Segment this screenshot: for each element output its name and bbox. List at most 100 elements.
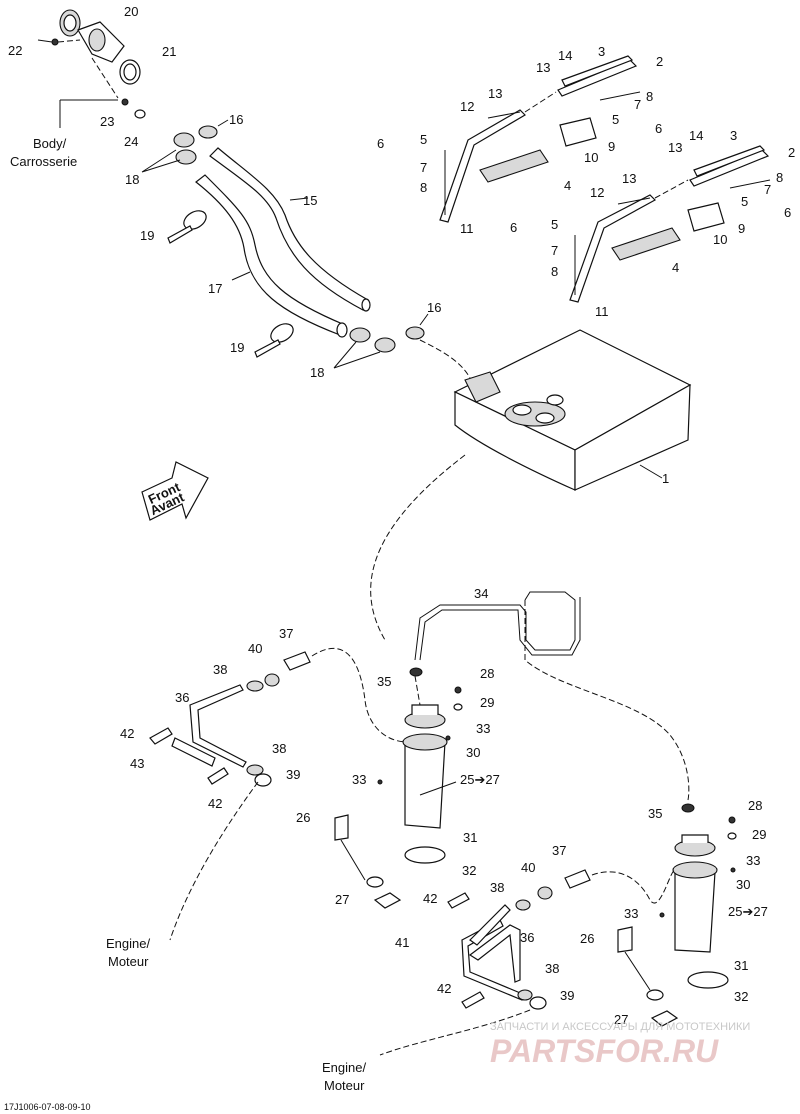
pad-27-b xyxy=(650,1010,679,1027)
hose-assembly xyxy=(195,147,371,338)
callout-34: 34 xyxy=(474,586,488,601)
leader-1 xyxy=(639,464,663,479)
callout-19-a: 19 xyxy=(140,228,154,243)
clamp-18-a xyxy=(173,132,195,148)
callout-37-a: 37 xyxy=(279,626,293,641)
strap-guide-b xyxy=(654,179,689,199)
clip-42-d xyxy=(461,991,485,1009)
pump-cap-a xyxy=(411,704,439,715)
clip-42-b xyxy=(207,767,229,785)
screw-22-head xyxy=(51,38,59,46)
callout-36-a: 36 xyxy=(175,690,189,705)
callout-23: 23 xyxy=(100,114,114,129)
bracket-9-b xyxy=(687,202,725,232)
engine-guide-b xyxy=(379,1009,531,1056)
callout-10-a: 10 xyxy=(584,150,598,165)
front-arrow xyxy=(141,461,209,521)
callout-33-c: 33 xyxy=(746,853,760,868)
engine-label-b-line2: Moteur xyxy=(324,1078,365,1093)
watermark-brand: PARTSFOR.RU xyxy=(490,1033,719,1069)
callout-7-d: 7 xyxy=(551,243,558,258)
hose-43 xyxy=(171,737,216,767)
callout-29-b: 29 xyxy=(752,827,766,842)
pump-body-b xyxy=(674,869,716,953)
leader-25a xyxy=(419,781,457,796)
callouts: 20 21 22 23 24 16 18 15 19 17 16 19 18 1… xyxy=(8,4,795,1027)
callout-12-b: 12 xyxy=(590,185,604,200)
callout-4-a: 4 xyxy=(564,178,571,193)
callout-32-b: 32 xyxy=(734,989,748,1004)
screw-33-a xyxy=(445,735,451,741)
watermark-tagline: ЗАПЧАСТИ И АКСЕССУАРЫ ДЛЯ МОТОТЕХНИКИ xyxy=(490,1021,750,1033)
washer-29-b xyxy=(727,832,737,840)
callout-35-a: 35 xyxy=(377,674,391,689)
callout-18-b: 18 xyxy=(310,365,324,380)
tank-side-right xyxy=(574,383,691,491)
callout-20: 20 xyxy=(124,4,138,19)
hose-41-b xyxy=(469,904,511,946)
strap-11-b xyxy=(569,194,656,303)
engine-label-a-line1: Engine/ xyxy=(106,936,150,951)
fuel-lines-a xyxy=(149,647,406,941)
leader-16a xyxy=(217,119,229,127)
callout-13-d: 13 xyxy=(622,171,636,186)
callout-30-b: 30 xyxy=(736,877,750,892)
strap-3-a xyxy=(561,55,634,87)
filler-guide-line xyxy=(91,57,119,99)
callout-38-b: 38 xyxy=(272,741,286,756)
callout-27-b: 27 xyxy=(614,1012,628,1027)
callout-33-b: 33 xyxy=(352,772,366,787)
fuel-lines-b xyxy=(379,869,676,1056)
callout-3-a: 3 xyxy=(598,44,605,59)
filler-neck-assembly xyxy=(37,9,146,119)
filler-gasket-inner xyxy=(123,63,137,81)
callout-6-d: 6 xyxy=(510,220,517,235)
hose-15-end xyxy=(361,298,371,312)
ring-31-b xyxy=(687,971,729,989)
callout-40-b: 40 xyxy=(521,860,535,875)
clamp-16-a xyxy=(198,125,218,139)
cable-tie-19-b xyxy=(270,323,294,343)
callout-7-c: 7 xyxy=(764,182,771,197)
figure-code: 17J1006-07-08-09-10 xyxy=(4,1102,91,1112)
clamps-top xyxy=(59,99,229,173)
front-arrow-shape xyxy=(141,461,209,521)
float-b xyxy=(646,989,664,1001)
tank-to-pump-guide xyxy=(370,454,466,641)
tank-vent xyxy=(546,394,564,406)
engine-label-b-line1: Engine/ xyxy=(322,1060,366,1075)
leader-16b xyxy=(419,313,429,326)
callout-4-b: 4 xyxy=(672,260,679,275)
callout-6-a: 6 xyxy=(655,121,662,136)
cable-ties xyxy=(167,210,294,358)
callout-24: 24 xyxy=(124,134,138,149)
callout-1: 1 xyxy=(662,471,669,486)
screw-33-d xyxy=(659,912,665,918)
fuel-pump-assembly-a xyxy=(334,591,581,909)
hose-36-b xyxy=(468,924,521,983)
screw-22 xyxy=(37,39,53,43)
watermark: ЗАПЧАСТИ И АКСЕССУАРЫ ДЛЯ МОТОТЕХНИКИ PA… xyxy=(490,1021,750,1069)
clip-42-c xyxy=(447,892,470,909)
ring-31-a xyxy=(404,846,446,864)
hose-34-b xyxy=(419,597,581,661)
cable-tie-19-b-tail xyxy=(254,339,281,358)
callout-11-a: 11 xyxy=(460,221,474,236)
callout-11-b: 11 xyxy=(595,304,609,319)
callout-26-a: 26 xyxy=(296,810,310,825)
hose-to-tank-guide xyxy=(419,339,471,379)
leader-17 xyxy=(231,271,251,281)
cap-39-a xyxy=(254,773,272,787)
callout-12-a: 12 xyxy=(460,99,474,114)
callout-33-a: 33 xyxy=(476,721,490,736)
engine-label-a-line2: Moteur xyxy=(108,954,149,969)
pump-body-a xyxy=(404,739,446,829)
tank-pump-flange xyxy=(504,401,566,427)
hose-15 xyxy=(209,147,369,311)
screw-28-b xyxy=(728,816,736,824)
callout-6-c: 6 xyxy=(784,205,791,220)
callout-21: 21 xyxy=(162,44,176,59)
connector-40-a xyxy=(264,673,280,687)
callout-9-b: 9 xyxy=(738,221,745,236)
filler-neck-ring xyxy=(88,28,106,52)
